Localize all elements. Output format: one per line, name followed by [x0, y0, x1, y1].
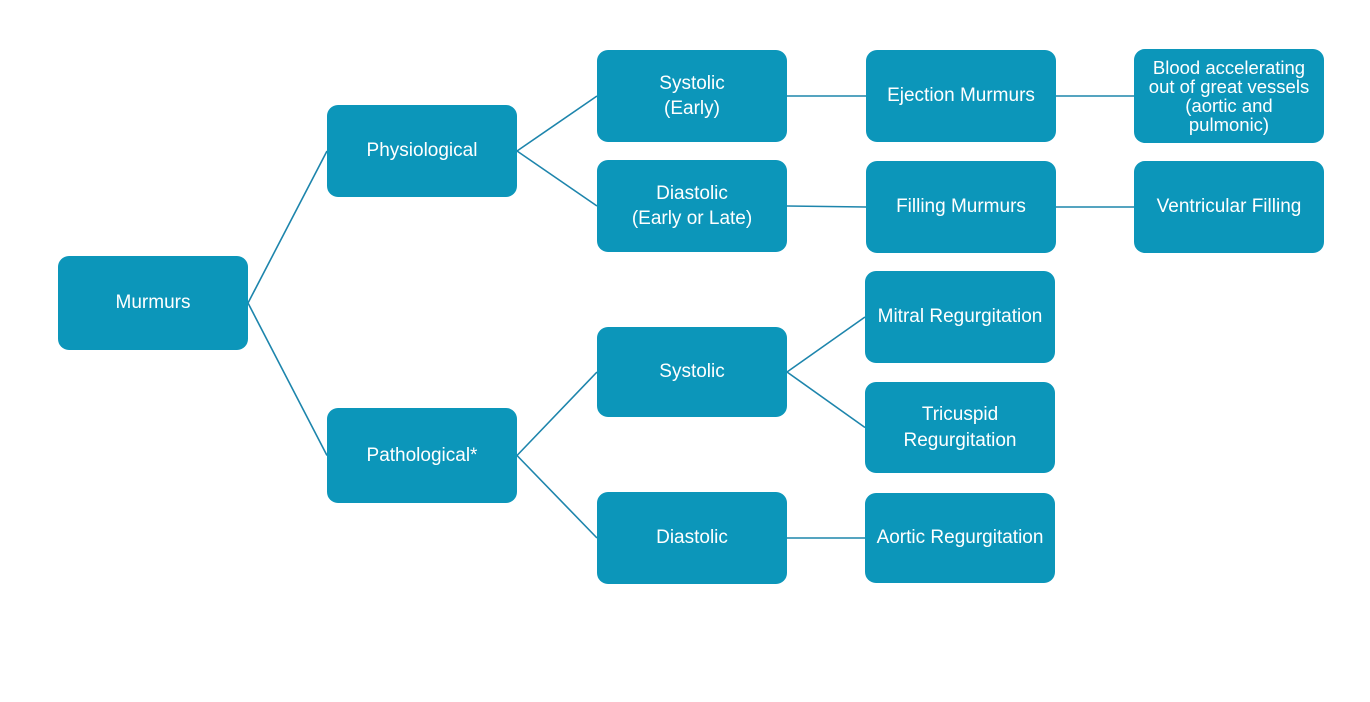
node-pathological: Pathological* [327, 408, 517, 503]
edge-line [516, 454, 598, 539]
node-filling-murmurs-label: Filling Murmurs [896, 196, 1026, 218]
node-ejection-murmurs-label: Ejection Murmurs [887, 85, 1035, 107]
node-physiological: Physiological [327, 105, 517, 197]
node-aortic-regurgitation-label: Aortic Regurgitation [876, 527, 1044, 549]
edge-line [786, 205, 867, 208]
edge-line [786, 316, 866, 373]
edge-line [786, 371, 866, 429]
node-systolic-pathological: Systolic [597, 327, 787, 417]
node-mitral-regurgitation: Mitral Regurgitation [865, 271, 1055, 363]
node-diastolic-early-late: Diastolic (Early or Late) [597, 160, 787, 252]
node-blood-accelerating-label: Blood accelerating out of great vessels … [1148, 56, 1310, 136]
node-mitral-regurgitation-label: Mitral Regurgitation [877, 306, 1043, 328]
node-ejection-murmurs: Ejection Murmurs [866, 50, 1056, 142]
node-pathological-label: Pathological* [366, 444, 478, 466]
node-ventricular-filling: Ventricular Filling [1134, 161, 1324, 253]
node-diastolic-pathological: Diastolic [597, 492, 787, 584]
edge-line [247, 150, 328, 304]
node-systolic-pathological-label: Systolic [659, 361, 725, 383]
node-filling-murmurs: Filling Murmurs [866, 161, 1056, 253]
node-murmurs: Murmurs [58, 256, 248, 350]
node-aortic-regurgitation: Aortic Regurgitation [865, 493, 1055, 583]
node-ventricular-filling-label: Ventricular Filling [1156, 196, 1302, 218]
node-systolic-early-label: Systolic (Early) [659, 72, 725, 119]
node-systolic-early: Systolic (Early) [597, 50, 787, 142]
edge-line [516, 95, 598, 152]
node-diastolic-early-late-label: Diastolic (Early or Late) [631, 182, 753, 229]
node-blood-accelerating: Blood accelerating out of great vessels … [1134, 49, 1324, 143]
node-diastolic-pathological-label: Diastolic [656, 527, 728, 549]
node-murmurs-label: Murmurs [115, 292, 191, 314]
node-tricuspid-regurgitation: Tricuspid Regurgitation [865, 382, 1055, 473]
node-tricuspid-regurgitation-label: Tricuspid Regurgitation [903, 404, 1017, 451]
node-physiological-label: Physiological [366, 140, 478, 162]
edge-line [516, 150, 598, 207]
edge-line [516, 371, 598, 457]
edge-line [247, 302, 328, 456]
